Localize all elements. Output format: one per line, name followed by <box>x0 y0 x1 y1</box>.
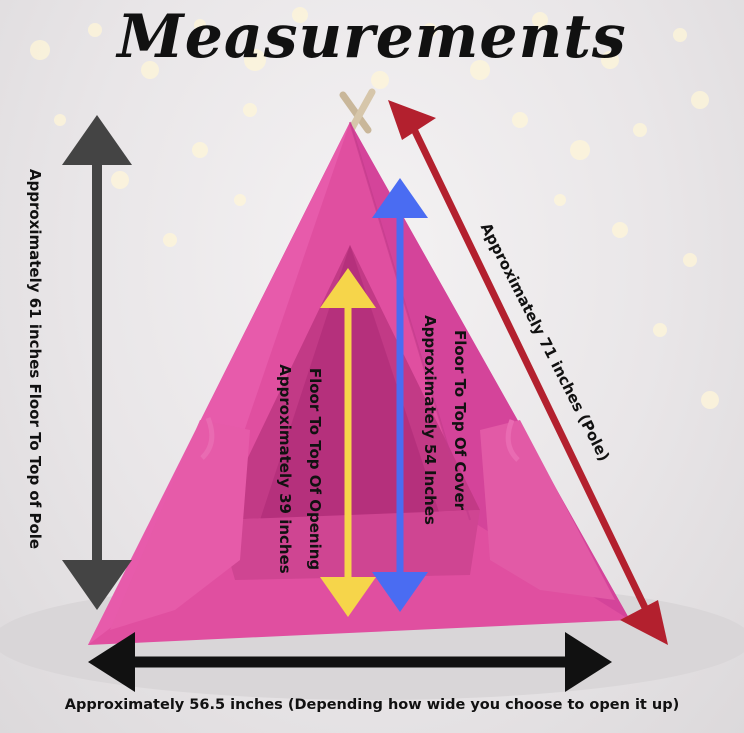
cover-height-label-line2: Approximately 54 Inches <box>421 315 439 525</box>
width-arrow <box>88 632 612 692</box>
cover-height-label-line1: Floor To Top Of Cover <box>451 329 469 511</box>
cover-height-arrow <box>372 178 428 612</box>
pole-length-arrow <box>388 100 668 645</box>
opening-height-label-line2: Approximately 39 inches <box>276 364 294 574</box>
page-title: Measurements <box>117 2 627 72</box>
pole-height-label: Approximately 61 inches Floor To Top of … <box>26 168 44 550</box>
opening-height-label-line1: Floor To Top Of Opening <box>306 367 324 571</box>
pole-height-arrow <box>62 115 132 610</box>
opening-height-arrow <box>320 268 376 617</box>
width-label: Approximately 56.5 inches (Depending how… <box>64 697 680 713</box>
